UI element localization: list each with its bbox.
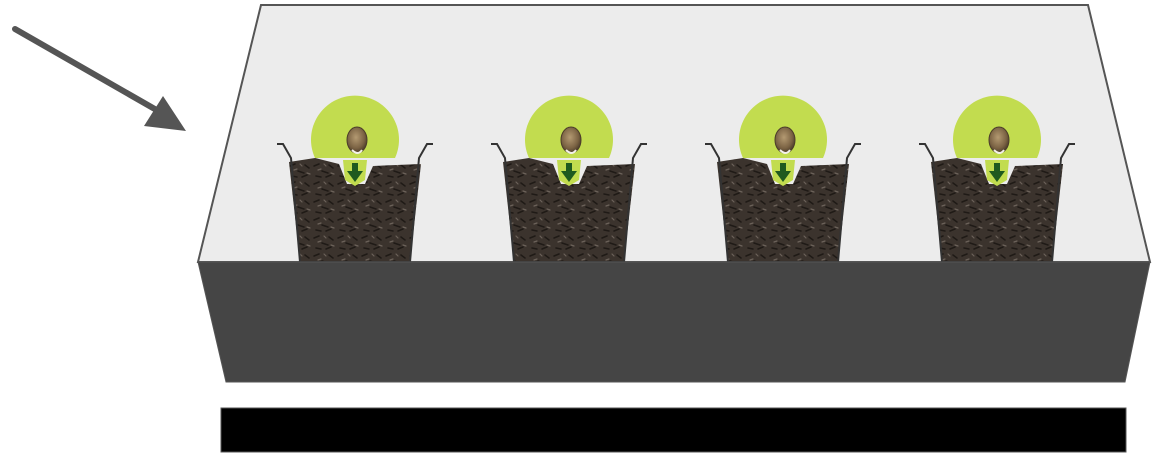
- heat-mat-bar: [221, 408, 1126, 452]
- pointer-arrow-icon: [15, 29, 186, 131]
- seed-icon: [775, 127, 795, 153]
- seed-icon: [561, 127, 581, 153]
- seed-icon: [347, 127, 367, 153]
- seed-icon: [989, 127, 1009, 153]
- seed-tray: [198, 262, 1150, 382]
